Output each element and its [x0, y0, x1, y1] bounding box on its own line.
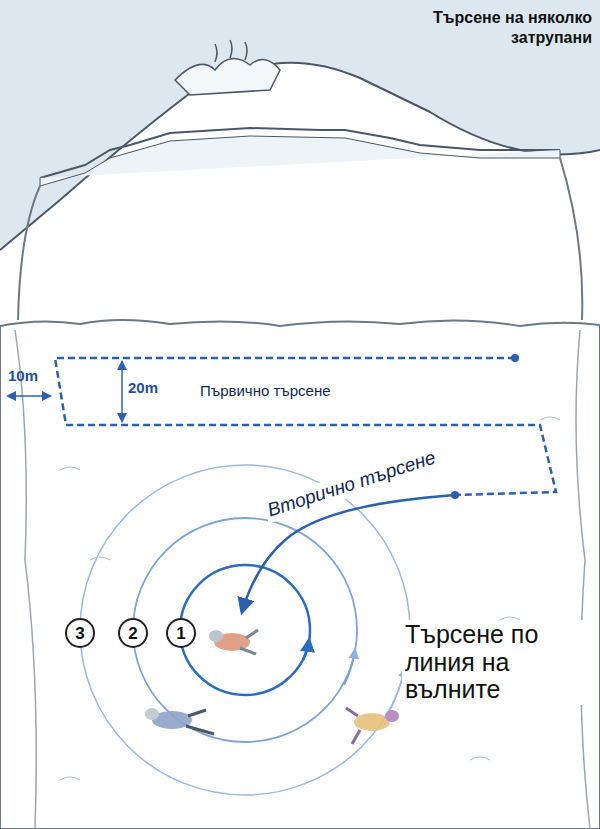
dimension-label: 20m	[128, 380, 158, 397]
callout-circle: 3	[65, 618, 95, 648]
callout-circle: 2	[118, 618, 148, 648]
callout-number: 3	[75, 625, 84, 642]
callout-number: 2	[128, 625, 137, 642]
victim-figure	[145, 708, 214, 734]
callout-number: 1	[176, 625, 185, 642]
diagram-title: Търсене на няколко затрупани	[352, 8, 592, 48]
victim-figure	[209, 630, 258, 654]
search-label: Първично търсене	[200, 383, 331, 400]
callout-circle: 1	[166, 618, 196, 648]
method-label: Търсене по линия на вълните	[402, 620, 596, 705]
dimension-label: 10m	[8, 368, 38, 385]
victim-figure	[346, 708, 399, 744]
